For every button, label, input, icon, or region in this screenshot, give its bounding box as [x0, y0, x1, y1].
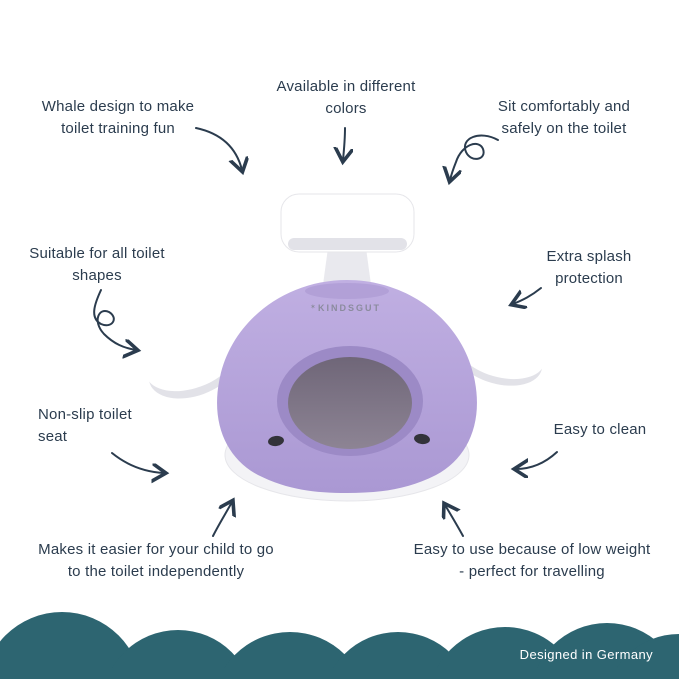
- arrow-colors: [343, 127, 345, 160]
- whale-seat: ✶ KINDSGUT: [145, 193, 546, 502]
- annotation-colors: Available in different colors: [276, 78, 416, 117]
- left-eye: [268, 435, 284, 447]
- brand-logo: KINDSGUT: [318, 303, 381, 313]
- arrow-independent: [212, 502, 232, 537]
- annotation-independent: Makes it easier for your child to go to …: [38, 541, 274, 580]
- annotation-toilet-shapes: Suitable for all toilet shapes: [29, 245, 165, 284]
- annotation-splash: Extra splash protection: [546, 248, 632, 287]
- backrest: [280, 193, 415, 292]
- arrow-travel: [445, 505, 464, 537]
- arrow-toilet-shapes: [93, 289, 136, 350]
- arrow-whale-design: [195, 127, 242, 170]
- right-fin: [454, 323, 546, 386]
- left-fin: [145, 329, 240, 399]
- annotation-sit-comfortably: Sit comfortably and safely on the toilet: [497, 98, 631, 137]
- brand-logo-mark: ✶: [310, 303, 316, 311]
- arrow-sit-comfortably: [450, 134, 499, 180]
- arrow-non-slip: [111, 452, 164, 473]
- right-eye: [414, 433, 430, 445]
- designed-in-germany: Designed in Germany: [519, 647, 653, 662]
- annotation-whale-design: Whale design to make toilet training fun: [41, 98, 195, 137]
- annotation-arrows: [93, 127, 558, 537]
- arrow-splash: [513, 287, 542, 304]
- annotation-easy-clean: Easy to clean: [553, 421, 647, 438]
- arrow-easy-clean: [516, 451, 558, 469]
- annotation-travel: Easy to use because of low weight - perf…: [413, 541, 651, 580]
- seat-hole: [288, 357, 412, 449]
- wave-footer: [0, 612, 679, 679]
- backrest-shadow: [305, 283, 389, 299]
- annotation-non-slip: Non-slip toilet seat: [38, 406, 132, 445]
